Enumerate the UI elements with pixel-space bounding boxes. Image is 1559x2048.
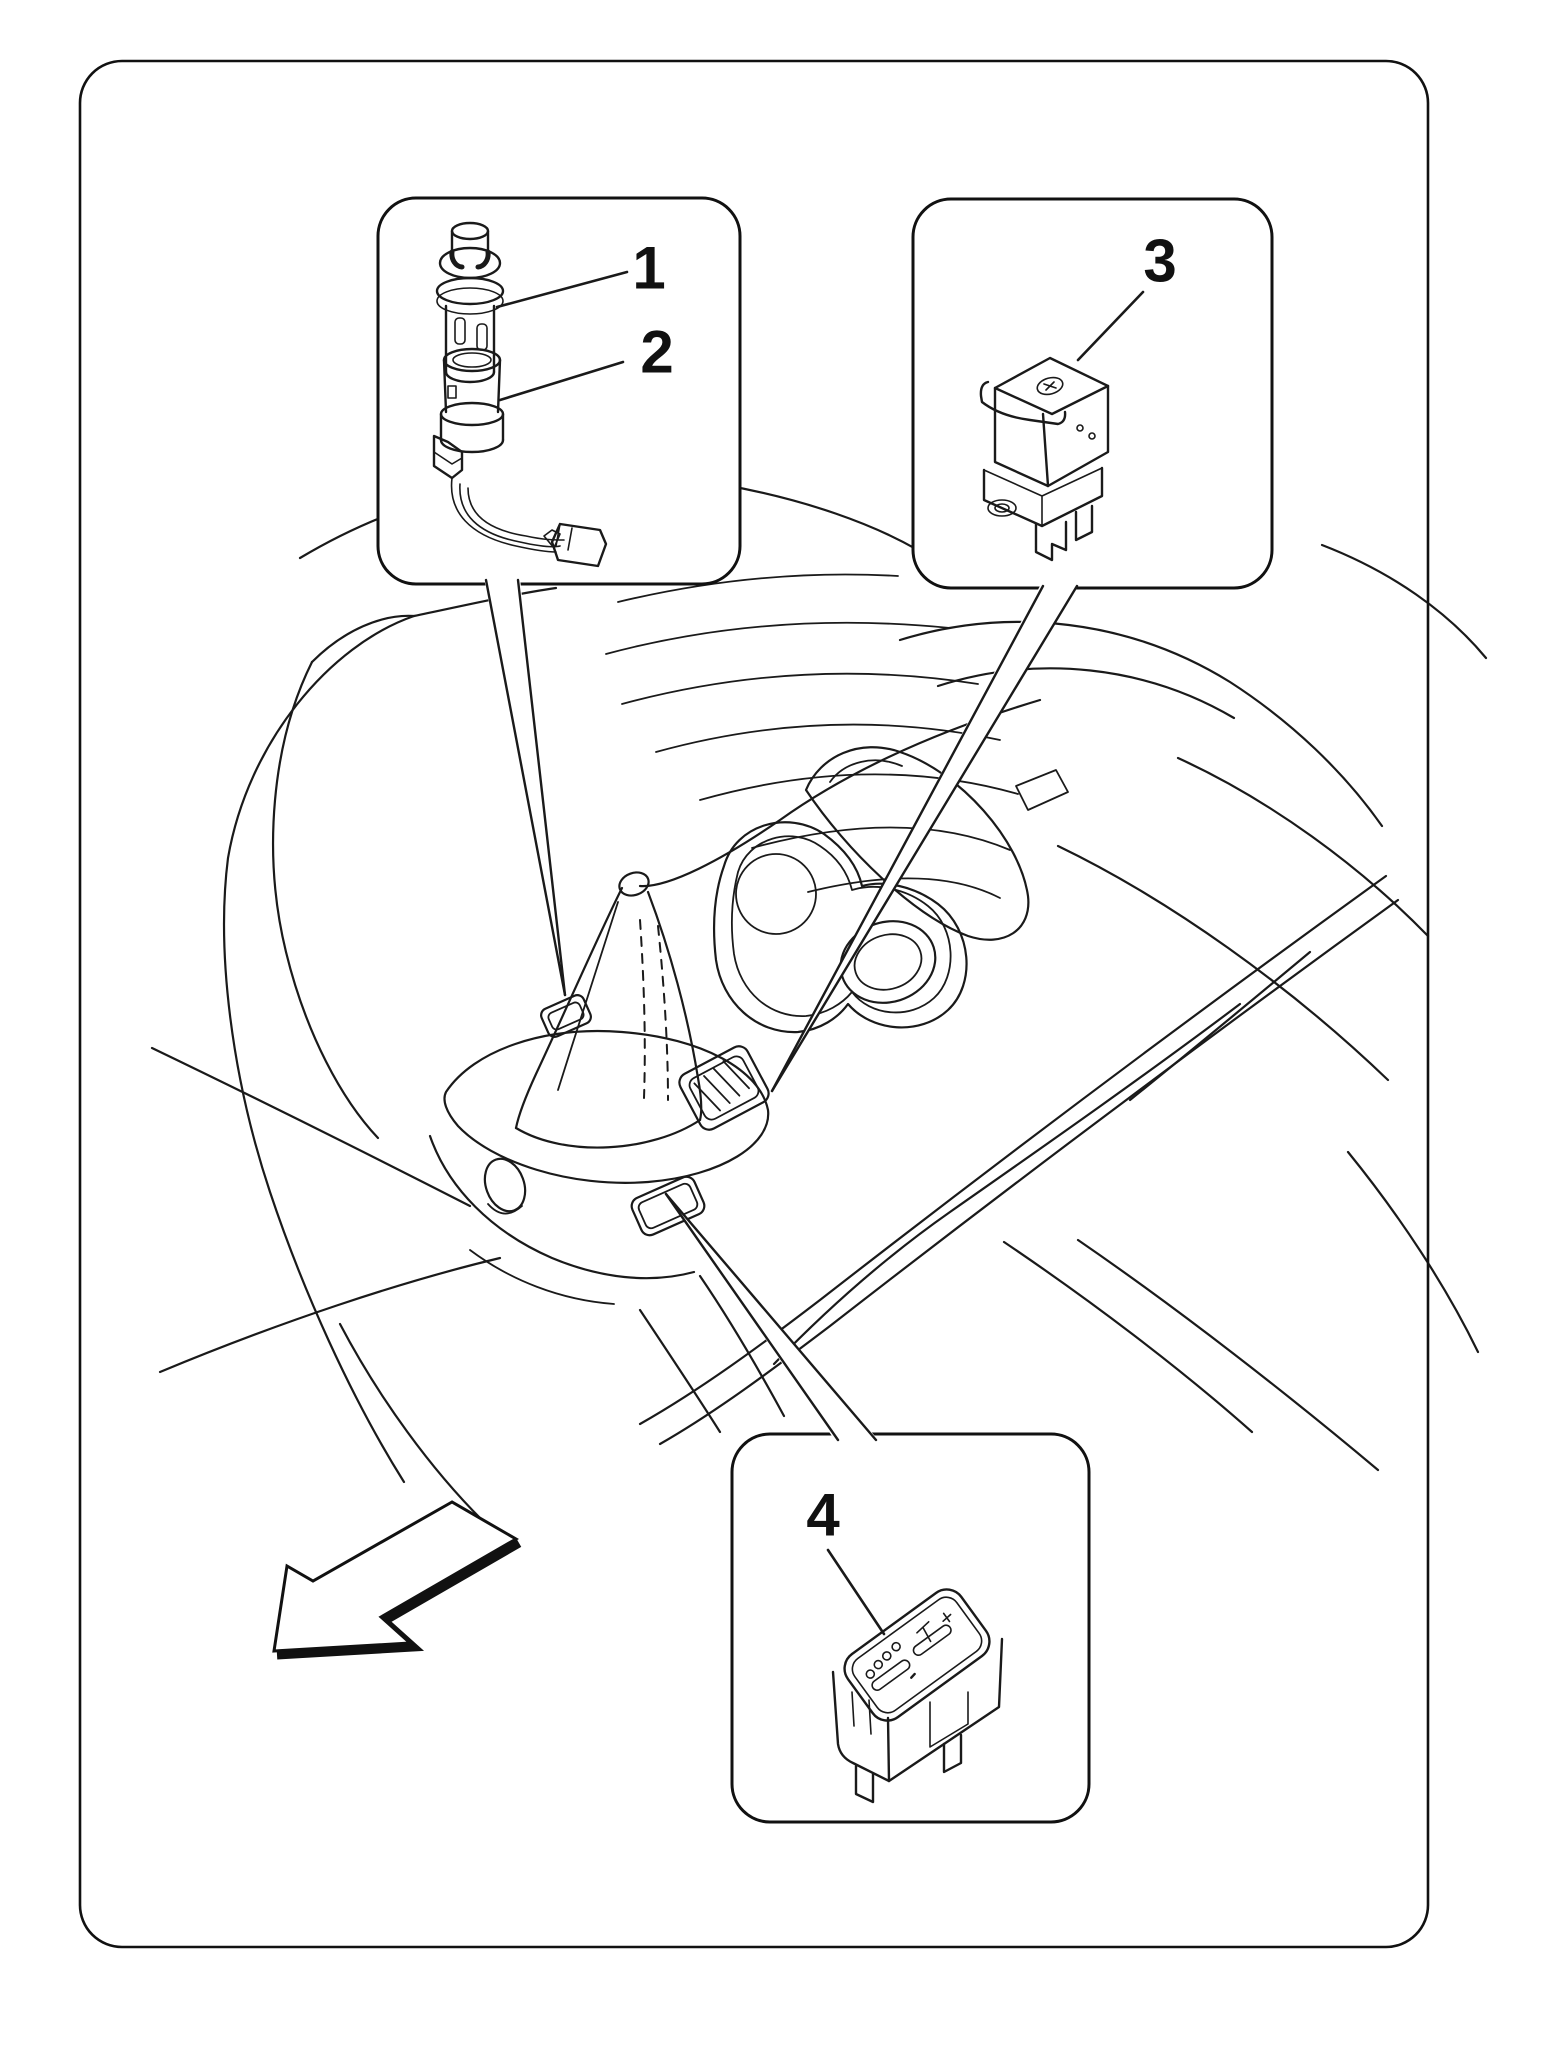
callout-box-item-4 bbox=[730, 1432, 1091, 1824]
lighter-socket-opening bbox=[540, 994, 592, 1038]
driver-seat-outer-curve bbox=[222, 614, 416, 1484]
seat-cushion-pleats bbox=[605, 573, 1019, 899]
leader-line-3 bbox=[1076, 290, 1145, 362]
console-scene bbox=[150, 472, 1488, 1522]
part-push-button-switch bbox=[979, 356, 1110, 562]
callout-number-3: 3 bbox=[1143, 228, 1176, 295]
leader-wedge-switch4 bbox=[664, 1192, 880, 1442]
console-front-lines bbox=[428, 1134, 786, 1434]
callout-number-4: 4 bbox=[806, 1482, 840, 1549]
floor-lines bbox=[150, 1046, 502, 1522]
console-edges bbox=[638, 698, 1400, 1446]
hatched-opening bbox=[678, 1045, 770, 1131]
front-direction-arrow bbox=[272, 1500, 522, 1660]
leader-line-2 bbox=[498, 360, 625, 402]
leader-wedge-lighter bbox=[484, 578, 567, 997]
part-selector-mode-switch bbox=[831, 1588, 1004, 1804]
arrow-body bbox=[272, 1500, 519, 1653]
leader-line-1 bbox=[495, 270, 629, 309]
page-border-frame bbox=[78, 59, 1430, 1949]
driver-seat-bolster-curve bbox=[272, 660, 380, 1140]
leader-line-4 bbox=[826, 1548, 886, 1636]
gear-lever-boot bbox=[443, 871, 770, 1184]
armrest bbox=[804, 620, 1384, 941]
callout-number-2: 2 bbox=[640, 319, 673, 386]
part-cigarette-lighter-plug bbox=[435, 221, 505, 384]
callout-number-1: 1 bbox=[632, 235, 665, 302]
console-side-button bbox=[483, 1157, 527, 1215]
leader-wedge-switch3 bbox=[770, 584, 1079, 1093]
switch-mount-opening bbox=[630, 1175, 706, 1237]
passenger-seat-curves bbox=[1002, 543, 1488, 1472]
part-lighter-socket-harness bbox=[432, 347, 608, 568]
cup-holders bbox=[712, 769, 1069, 1034]
